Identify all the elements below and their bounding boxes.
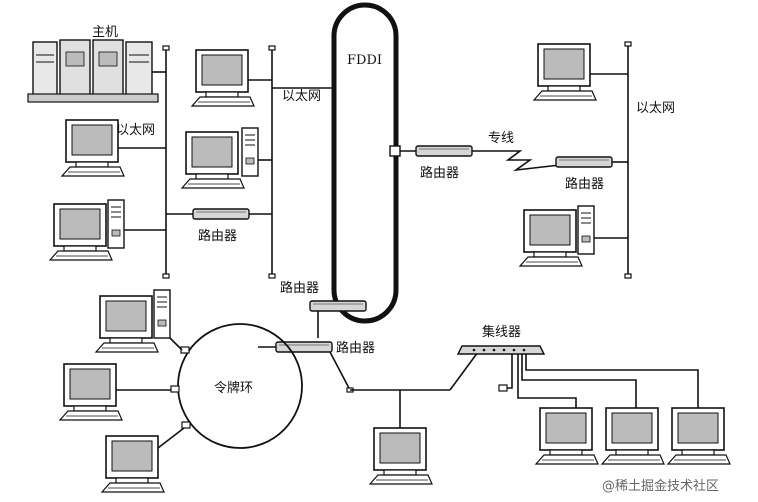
label-router-fddi-right: 路由器 [420, 165, 459, 181]
computer-icon [101, 435, 165, 493]
terminator-icon [624, 273, 632, 279]
computer-icon [369, 427, 433, 485]
label-router-left: 路由器 [198, 228, 237, 244]
computer-icon [533, 43, 597, 101]
router-icon [192, 208, 250, 220]
label-router-token: 路由器 [336, 340, 375, 356]
label-fddi: FDDI [347, 53, 382, 68]
tower-icon [241, 127, 259, 177]
computer-icon [95, 295, 159, 353]
router-icon [555, 156, 613, 168]
label-ethernet-left-2: 以太网 [282, 89, 321, 104]
label-router-fddi-bottom: 路由器 [280, 280, 319, 296]
computer-icon [59, 363, 123, 421]
label-ethernet-right: 以太网 [636, 101, 675, 116]
router-icon [415, 145, 473, 157]
label-router-right: 路由器 [565, 176, 604, 192]
fddi-ring [331, 2, 399, 324]
computer-icon [535, 407, 599, 465]
mainframe-icon [27, 39, 159, 103]
computer-icon [61, 119, 125, 177]
tower-icon [577, 205, 595, 255]
leased-line [496, 150, 561, 172]
computer-icon [667, 407, 731, 465]
computer-icon [191, 49, 255, 107]
watermark: @稀土掘金技术社区 [602, 478, 719, 494]
label-leased-line: 专线 [488, 131, 514, 146]
label-mainframe: 主机 [92, 25, 118, 40]
computer-icon [49, 203, 113, 261]
terminator-icon [162, 45, 170, 51]
computer-icon [601, 407, 665, 465]
computer-icon [519, 209, 583, 267]
computer-icon [181, 131, 245, 189]
label-hub: 集线器 [482, 324, 521, 340]
terminator-icon [268, 273, 276, 279]
terminator-icon [624, 41, 632, 47]
router-icon [309, 300, 367, 312]
label-token-ring: 令牌环 [214, 380, 253, 396]
terminator-icon [162, 273, 170, 279]
tower-icon [107, 199, 125, 249]
terminator-icon [268, 45, 276, 51]
tower-icon [153, 289, 171, 339]
label-ethernet-left-1: 以太网 [116, 123, 155, 138]
fddi-connector [389, 145, 401, 157]
hub-icon [456, 345, 546, 355]
